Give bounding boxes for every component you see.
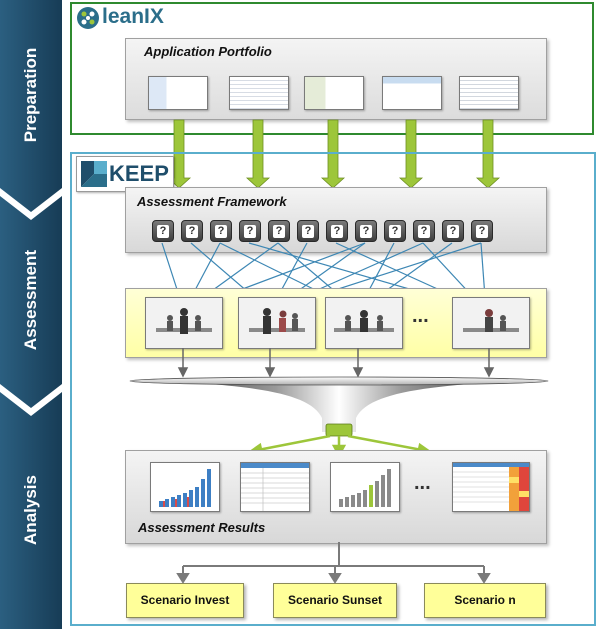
assessment-ellipsis: ... — [412, 305, 429, 327]
question-icon: ? — [413, 220, 435, 242]
question-icon: ? — [355, 220, 377, 242]
scenario-n-box: Scenario n — [424, 583, 546, 618]
portfolio-thumbnail — [382, 76, 442, 110]
green-down-arrow — [245, 119, 271, 189]
leanix-logo-icon — [77, 7, 99, 29]
phase-chevrons — [0, 0, 62, 629]
portfolio-thumbnail — [148, 76, 208, 110]
green-down-arrow — [398, 119, 424, 189]
green-down-arrow — [320, 119, 346, 189]
portfolio-thumbnail — [304, 76, 364, 110]
question-icon: ? — [268, 220, 290, 242]
question-icon: ? — [442, 220, 464, 242]
question-icon: ? — [181, 220, 203, 242]
bar-chart-thumbnail-icon — [330, 462, 400, 512]
portfolio-thumbnail — [229, 76, 289, 110]
question-icon: ? — [326, 220, 348, 242]
keep-logo-icon — [81, 161, 107, 187]
scenario-sunset-box: Scenario Sunset — [273, 583, 397, 618]
keep-logo: KEEP — [76, 156, 174, 192]
assessment-results-title: Assessment Results — [138, 520, 266, 535]
phase-chevron-analysis — [0, 392, 62, 629]
question-icon: ? — [384, 220, 406, 242]
question-icon: ? — [210, 220, 232, 242]
assessment-framework-title: Assessment Framework — [137, 194, 287, 209]
phase-chevron-preparation — [0, 0, 62, 212]
heatmap-table-thumbnail-icon — [452, 462, 530, 512]
keep-region — [70, 152, 596, 626]
question-icon: ? — [239, 220, 261, 242]
meeting-photo-icon — [145, 297, 223, 349]
question-icon: ? — [297, 220, 319, 242]
question-icon: ? — [471, 220, 493, 242]
meeting-photo-icon — [452, 297, 530, 349]
scenario-invest-box: Scenario Invest — [126, 583, 244, 618]
meeting-photo-icon — [238, 297, 316, 349]
meeting-photo-icon — [325, 297, 403, 349]
leanix-logo-text: leanIX — [102, 5, 164, 28]
bar-chart-thumbnail-icon — [150, 462, 220, 512]
keep-logo-text: KEEP — [109, 161, 169, 186]
portfolio-thumbnail — [459, 76, 519, 110]
phase-chevron-assessment — [0, 196, 62, 408]
results-ellipsis: ... — [414, 472, 431, 494]
application-portfolio-title: Application Portfolio — [144, 44, 272, 59]
table-thumbnail-icon — [240, 462, 310, 512]
leanix-logo: leanIX — [76, 5, 196, 31]
question-icon: ? — [152, 220, 174, 242]
green-down-arrow — [475, 119, 501, 189]
